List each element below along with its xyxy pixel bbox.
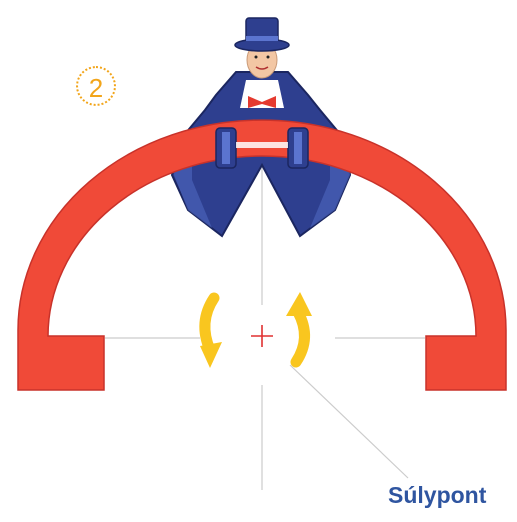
rotation-arrow-left-icon	[200, 298, 222, 368]
center-of-gravity-label: Súlypont	[388, 482, 486, 509]
rotation-arrow-right-icon	[286, 292, 312, 362]
crosshair-icon	[251, 325, 273, 347]
step-number-badge: 2	[76, 66, 116, 106]
label-leader-line	[290, 365, 408, 478]
guide-lines	[105, 160, 425, 490]
